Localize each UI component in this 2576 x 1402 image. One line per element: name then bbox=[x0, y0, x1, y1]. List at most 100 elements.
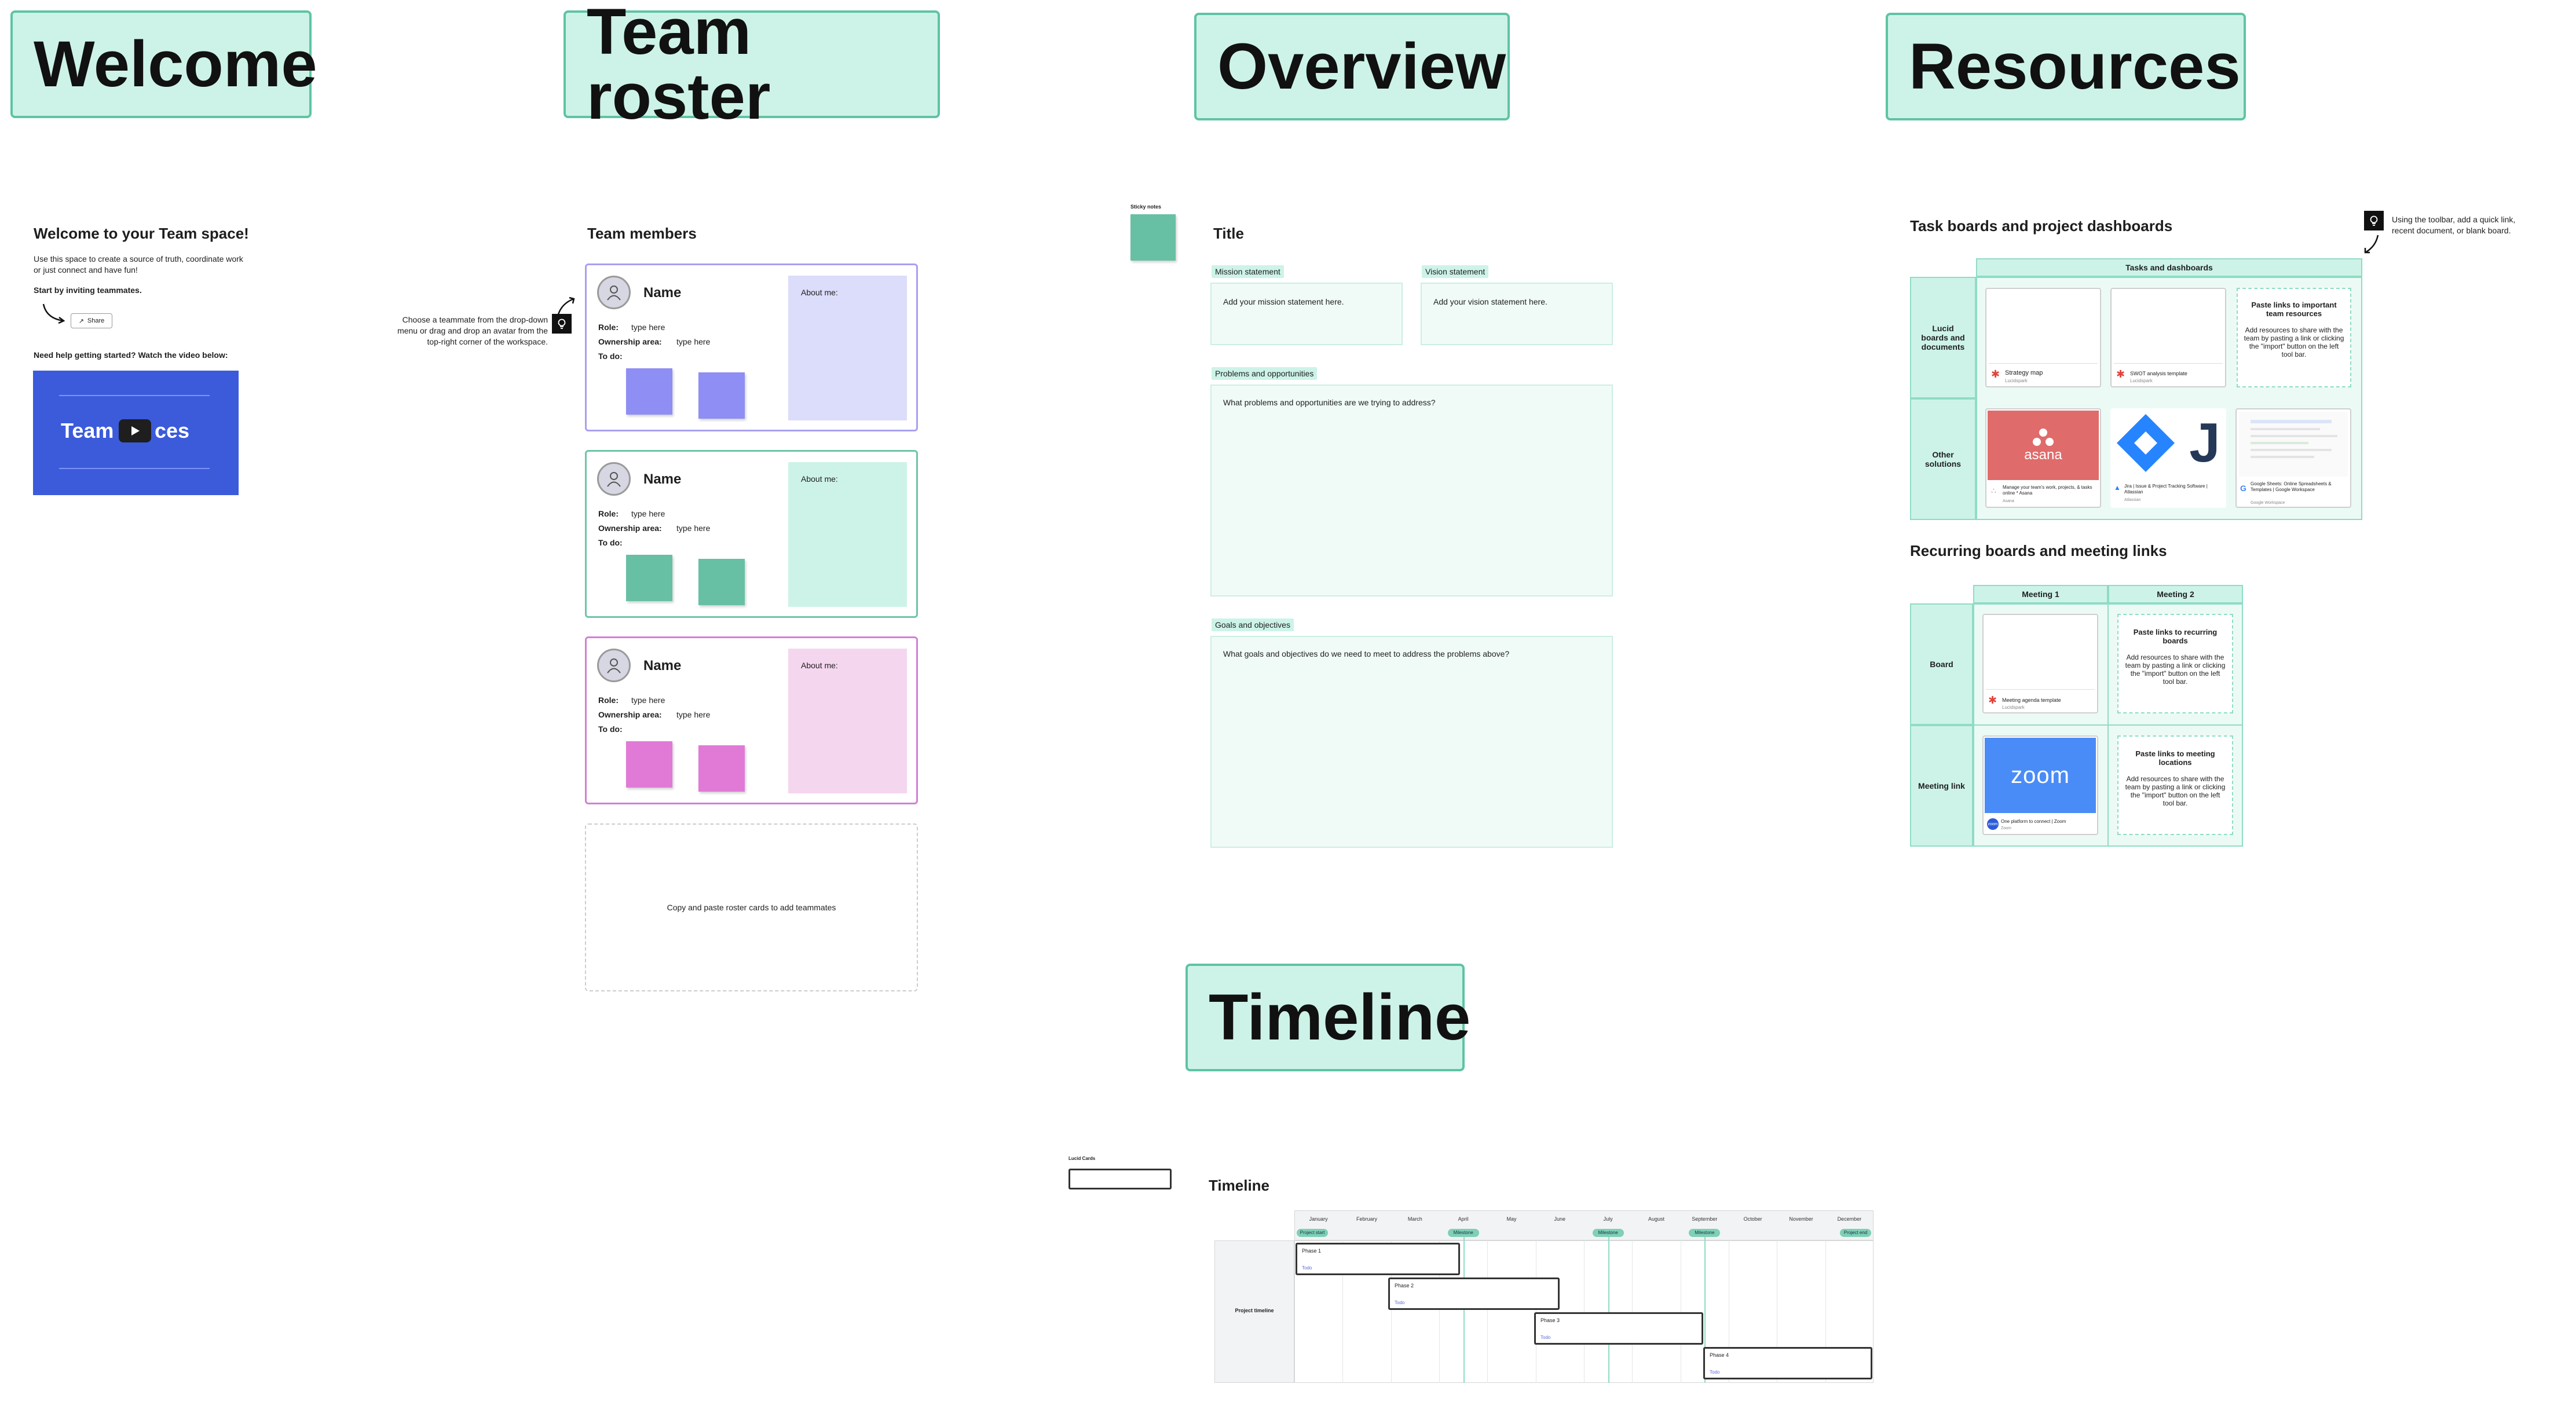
meeting-paste-title: Paste links to meeting locations bbox=[2135, 749, 2215, 767]
lucid-cards-label: Lucid Cards bbox=[1069, 1156, 1096, 1161]
sheets-link-card[interactable]: G Google Sheets: Online Spreadsheets & T… bbox=[2235, 408, 2351, 508]
goals-box[interactable]: What goals and objectives do we need to … bbox=[1210, 636, 1613, 848]
sticky-note[interactable] bbox=[698, 559, 745, 605]
role-value[interactable]: type here bbox=[631, 323, 665, 332]
vision-text: Add your vision statement here. bbox=[1433, 297, 1547, 306]
sheets-subtitle: Google Workspace bbox=[2251, 501, 2285, 505]
zoom-logo-text: zoom bbox=[2011, 762, 2070, 788]
mission-text: Add your mission statement here. bbox=[1223, 297, 1344, 306]
play-icon[interactable] bbox=[119, 419, 151, 442]
timeline-month: August bbox=[1648, 1216, 1664, 1222]
lucid-doc-card[interactable]: ✱ SWOT analysis template Lucidspark bbox=[2110, 288, 2226, 387]
avatar[interactable] bbox=[597, 462, 631, 496]
recurring-paste-title: Paste links to recurring boards bbox=[2133, 628, 2218, 645]
row-label-other: Other solutions bbox=[1910, 398, 1976, 520]
ownership-value[interactable]: type here bbox=[676, 710, 711, 719]
phase-label: Phase 4 bbox=[1710, 1352, 1729, 1358]
ownership-label: Ownership area: bbox=[598, 524, 662, 533]
lucid-card-source[interactable] bbox=[1069, 1169, 1172, 1189]
phase-label: Phase 3 bbox=[1541, 1317, 1560, 1323]
about-me-label: About me: bbox=[801, 474, 838, 484]
sticky-note[interactable] bbox=[626, 741, 672, 788]
zoom-link-card[interactable]: zoom zoom One platform to connect | Zoom… bbox=[1982, 735, 2098, 835]
jira-link-card[interactable]: J ▲ Jira | Issue & Project Tracking Soft… bbox=[2110, 408, 2226, 508]
phase-tag: Todo bbox=[1541, 1335, 1551, 1340]
doc-preview bbox=[1986, 617, 2095, 690]
sheets-preview bbox=[2239, 412, 2348, 477]
timeline-month: March bbox=[1407, 1216, 1422, 1222]
welcome-heading: Welcome to your Team space! bbox=[34, 225, 249, 242]
sticky-note[interactable] bbox=[626, 555, 672, 601]
about-me-label: About me: bbox=[801, 288, 838, 297]
welcome-body: Use this space to create a source of tru… bbox=[34, 254, 243, 274]
milestone-marker[interactable]: Milestone bbox=[1689, 1229, 1721, 1237]
problems-label: Problems and opportunities bbox=[1212, 367, 1318, 380]
lightbulb-icon bbox=[552, 314, 572, 334]
doc-title: Meeting agenda template bbox=[2002, 697, 2061, 703]
paste-body: Add resources to share with the team by … bbox=[2244, 326, 2344, 358]
avatar[interactable] bbox=[597, 276, 631, 309]
share-button[interactable]: ↗Share bbox=[71, 313, 112, 328]
lucid-icon: ✱ bbox=[1988, 694, 1997, 706]
milestone-marker[interactable]: Milestone bbox=[1592, 1229, 1624, 1237]
timeline-month: February bbox=[1356, 1216, 1377, 1222]
roster-card[interactable]: Name Role: type here Ownership area: typ… bbox=[585, 636, 918, 804]
about-me-label: About me: bbox=[801, 661, 838, 670]
paste-links-box[interactable]: Paste links to important team resources … bbox=[2237, 288, 2351, 387]
problems-box[interactable]: What problems and opportunities are we t… bbox=[1210, 385, 1613, 596]
timeline-month: November bbox=[1789, 1216, 1813, 1222]
timeline-month: July bbox=[1603, 1216, 1613, 1222]
roster-card[interactable]: Name Role: type here Ownership area: typ… bbox=[585, 450, 918, 618]
add-teammate-placeholder[interactable]: Copy and paste roster cards to add teamm… bbox=[585, 823, 918, 991]
sticky-note[interactable] bbox=[698, 372, 745, 419]
paste-meeting-box[interactable]: Paste links to meeting locations Add res… bbox=[2117, 735, 2233, 835]
timeline-month: December bbox=[1837, 1216, 1862, 1222]
ownership-label: Ownership area: bbox=[598, 710, 662, 719]
section-title-welcome: Welcome bbox=[10, 10, 317, 118]
sticky-note-source[interactable] bbox=[1130, 214, 1176, 261]
video-thumbnail[interactable]: Team ces bbox=[33, 371, 239, 495]
ownership-value[interactable]: type here bbox=[676, 524, 711, 533]
milestone-marker[interactable]: Milestone bbox=[1447, 1229, 1479, 1237]
meeting-paste-body: Add resources to share with the team by … bbox=[2125, 775, 2226, 807]
ownership-value[interactable]: type here bbox=[676, 337, 711, 346]
phase-card[interactable]: Phase 3 Todo bbox=[1534, 1312, 1703, 1345]
sticky-note[interactable] bbox=[698, 745, 745, 792]
zoom-preview: zoom bbox=[1985, 738, 2096, 813]
mission-box[interactable]: Add your mission statement here. bbox=[1210, 283, 1403, 345]
role-value[interactable]: type here bbox=[631, 695, 665, 705]
sticky-note[interactable] bbox=[626, 368, 672, 415]
role-value[interactable]: type here bbox=[631, 509, 665, 518]
about-me-box[interactable]: About me: bbox=[788, 462, 907, 607]
sticky-notes-label: Sticky notes bbox=[1130, 204, 1162, 210]
roster-card[interactable]: Name Role: type here Ownership area: typ… bbox=[585, 263, 918, 431]
about-me-box[interactable]: About me: bbox=[788, 649, 907, 793]
asana-subtitle: Asana bbox=[2003, 499, 2014, 503]
timeline-gridline bbox=[1487, 1240, 1488, 1383]
lucid-icon: ✱ bbox=[2116, 368, 2125, 380]
resources-heading: Task boards and project dashboards bbox=[1910, 217, 2173, 235]
timeline-gridline bbox=[1584, 1240, 1585, 1383]
row-label-board: Board bbox=[1910, 603, 1973, 725]
milestone-marker[interactable]: Project start bbox=[1297, 1229, 1328, 1237]
milestone-line bbox=[1608, 1237, 1609, 1383]
avatar[interactable] bbox=[597, 649, 631, 682]
agenda-doc-card[interactable]: ✱ Meeting agenda template Lucidspark bbox=[1982, 614, 2098, 713]
doc-subtitle: Lucidspark bbox=[2002, 705, 2025, 710]
lucid-doc-card[interactable]: ✱ Strategy map Lucidspark bbox=[1985, 288, 2101, 387]
paste-recurring-box[interactable]: Paste links to recurring boards Add reso… bbox=[2117, 614, 2233, 713]
video-line-bottom bbox=[59, 468, 210, 469]
roster-hint: Choose a teammate from the drop-down men… bbox=[397, 315, 548, 346]
timeline-row-label: Project timeline bbox=[1235, 1308, 1274, 1313]
about-me-box[interactable]: About me: bbox=[788, 276, 907, 420]
overview-title[interactable]: Title bbox=[1213, 225, 1244, 242]
milestone-marker[interactable]: Project end bbox=[1840, 1229, 1871, 1237]
phase-tag: Todo bbox=[1710, 1370, 1720, 1375]
phase-card[interactable]: Phase 4 Todo bbox=[1703, 1347, 1872, 1379]
recurring-row-divider bbox=[1973, 724, 2243, 726]
asana-link-card[interactable]: asana ∴ Manage your team's work, project… bbox=[1985, 408, 2101, 508]
milestone-line bbox=[1704, 1237, 1706, 1383]
vision-box[interactable]: Add your vision statement here. bbox=[1421, 283, 1613, 345]
